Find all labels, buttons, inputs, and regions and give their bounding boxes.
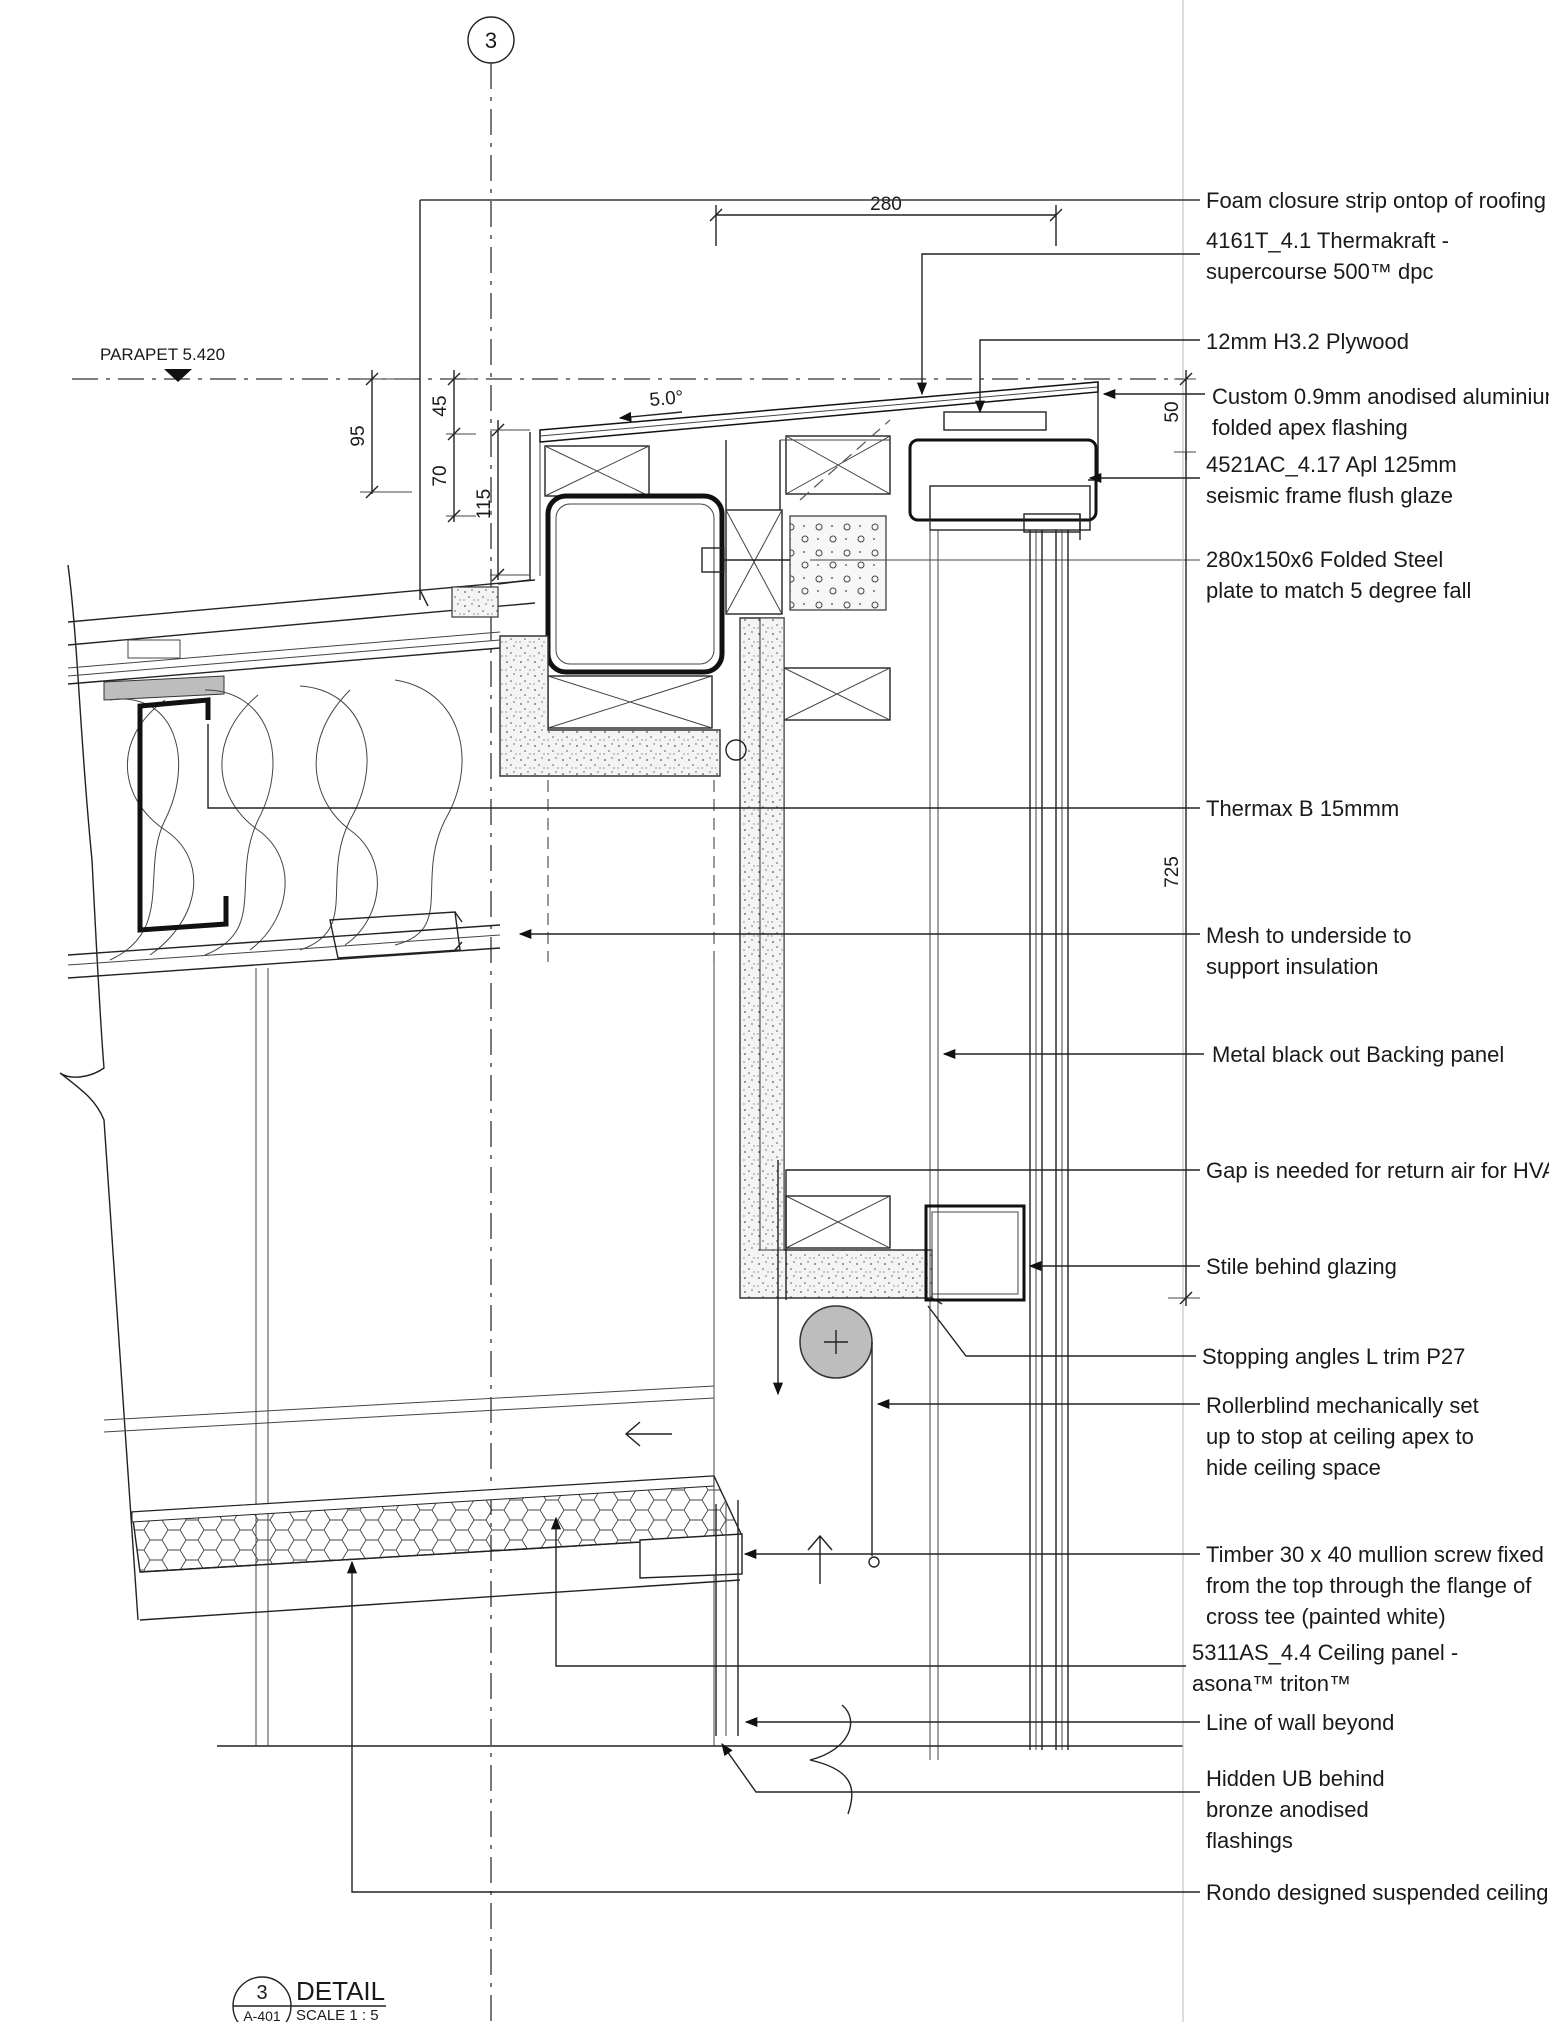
detail-title-block: 3 A-401 DETAIL SCALE 1 : 5 <box>232 1976 386 2022</box>
note-thermakraft-dpc: 4161T_4.1 Thermakraft - supercourse 500™… <box>1206 228 1455 284</box>
note-thermax: Thermax B 15mmm <box>1206 796 1399 821</box>
note-hidden-ub: Hidden UB behind bronze anodised flashin… <box>1206 1766 1391 1853</box>
note-timber-mullion: Timber 30 x 40 mullion screw fixed from … <box>1206 1542 1549 1629</box>
slope-indicator: 5.0° <box>618 387 685 422</box>
annotation-notes: Foam closure strip ontop of roofing 4161… <box>1192 188 1549 1905</box>
dim-50-label: 50 <box>1162 401 1183 422</box>
note-steel-plate: 280x150x6 Folded Steel plate to match 5 … <box>1206 547 1471 603</box>
leader-lines <box>207 199 1205 1893</box>
dim-280-label: 280 <box>870 194 902 215</box>
slope-label: 5.0° <box>649 387 685 411</box>
note-seismic-frame: 4521AC_4.17 Apl 125mm seismic frame flus… <box>1206 452 1463 508</box>
note-return-air-gap: Gap is needed for return air for HVAC <box>1206 1158 1549 1183</box>
note-plywood: 12mm H3.2 Plywood <box>1206 329 1409 354</box>
dim-725-label: 725 <box>1162 856 1183 888</box>
note-apex-flashing: Custom 0.9mm anodised aluminium folded a… <box>1212 384 1549 440</box>
note-mesh: Mesh to underside to support insulation <box>1206 923 1418 979</box>
wall-beyond <box>715 1500 853 1815</box>
glazing-frame <box>217 0 1184 2022</box>
note-stopping-angles: Stopping angles L trim P27 <box>1202 1344 1465 1369</box>
note-foam-closure: Foam closure strip ontop of roofing <box>1206 188 1546 213</box>
dim-115-label: 115 <box>474 489 495 519</box>
grid-line-3: 3 <box>467 16 515 2022</box>
rollerblind <box>772 1160 880 1568</box>
dimension-chain-right: 50 725 <box>1162 370 1200 1306</box>
note-rollerblind: Rollerblind mechanically set up to stop … <box>1206 1393 1485 1480</box>
parapet-level-label: PARAPET 5.420 <box>100 345 225 364</box>
parapet-framing <box>497 381 1200 1305</box>
grid-label: 3 <box>485 28 497 53</box>
note-backing-panel: Metal black out Backing panel <box>1212 1042 1504 1067</box>
dimension-chain-left: 95 45 70 115 <box>348 199 1200 607</box>
detail-title: DETAIL <box>296 1976 385 2006</box>
detail-number: 3 <box>256 1982 267 2004</box>
note-ceiling-panel: 5311AS_4.4 Ceiling panel - asona™ triton… <box>1192 1640 1464 1696</box>
dimension-280: 280 <box>709 194 1063 246</box>
dim-45-label: 45 <box>430 395 451 416</box>
detail-sheet: A-401 <box>243 2008 281 2022</box>
note-suspended-ceiling: Rondo designed suspended ceiling <box>1206 1880 1548 1905</box>
dim-95-label: 95 <box>348 425 369 446</box>
parapet-level: PARAPET 5.420 <box>72 345 1183 382</box>
note-wall-beyond: Line of wall beyond <box>1206 1710 1394 1735</box>
detail-scale: SCALE 1 : 5 <box>296 2007 379 2022</box>
note-stile: Stile behind glazing <box>1206 1254 1397 1279</box>
dim-70-label: 70 <box>430 465 451 486</box>
left-roof-assembly <box>59 564 833 1746</box>
level-marker-icon <box>164 369 192 382</box>
